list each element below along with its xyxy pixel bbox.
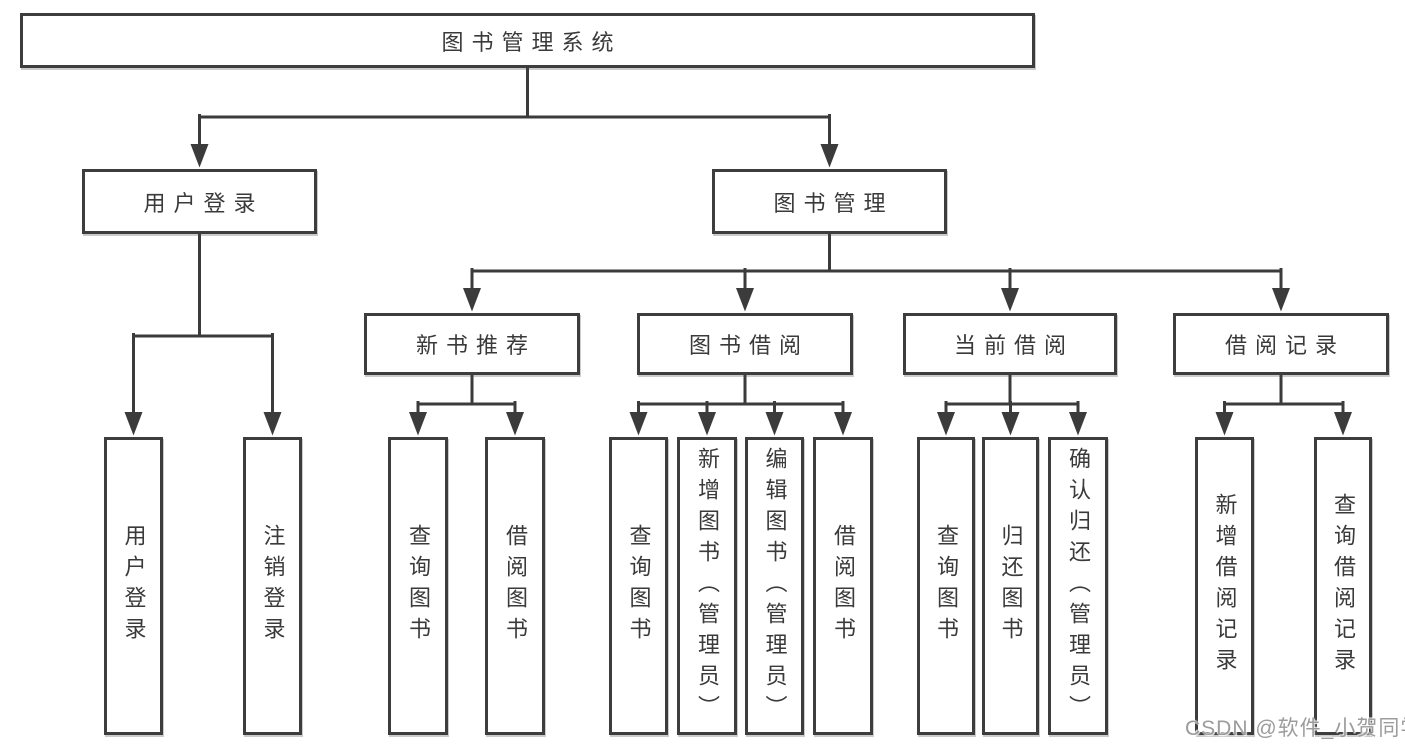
arrowhead-icon — [834, 412, 852, 436]
leaf-current-query-books: 查询图书 — [917, 437, 975, 735]
arrowhead-icon — [506, 412, 524, 436]
connector-strokes — [132, 66, 1345, 416]
arrowhead-icon — [629, 412, 648, 436]
node-borrow-records: 借阅记录 — [1173, 313, 1389, 375]
arrowhead-icon — [1215, 412, 1234, 436]
arrowhead-icon — [1069, 412, 1087, 436]
node-book-borrow: 图书借阅 — [637, 313, 853, 375]
connector-root-to-level2 — [198, 66, 831, 148]
arrowhead-icon — [1272, 288, 1290, 312]
arrowhead-icon — [409, 412, 427, 436]
arrowhead-icon — [1334, 412, 1352, 436]
node-current-borrow: 当前借阅 — [903, 313, 1117, 375]
csdn-watermark: CSDN @软件_小贺同学 — [1185, 717, 1405, 740]
connector-current-borrow-to-leaves — [944, 373, 1080, 416]
leaf-borrow-books: 借阅图书 — [813, 437, 873, 735]
connector-book-management-to-level3 — [470, 232, 1283, 292]
arrowhead-icon — [937, 412, 955, 436]
leaf-confirm-return-admin: 确认归还（管理员） — [1048, 437, 1108, 735]
arrowhead-icon — [736, 288, 754, 312]
connector-borrow-records-to-leaves — [1223, 373, 1345, 416]
leaf-logout: 注销登录 — [243, 437, 302, 735]
arrowhead-icon — [190, 144, 209, 168]
connector-user-login-to-leaves — [132, 232, 274, 416]
arrowhead-icon — [263, 412, 282, 436]
arrowhead-icon — [1001, 412, 1020, 436]
connector-new-book-recommend-to-leaves — [416, 373, 517, 416]
arrowhead-icon — [1001, 288, 1019, 312]
arrowhead-icon — [124, 412, 143, 436]
leaf-return-book: 归还图书 — [982, 437, 1039, 735]
leaf-borrow-query-books: 查询图书 — [609, 437, 668, 735]
node-new-book-recommend: 新书推荐 — [364, 313, 580, 375]
leaf-user-login: 用户登录 — [104, 437, 163, 735]
leaf-add-book-admin: 新增图书（管理员） — [677, 437, 737, 735]
arrowhead-icon — [765, 412, 784, 436]
node-book-management: 图书管理 — [712, 169, 947, 234]
arrowhead-icon — [698, 412, 716, 436]
leaf-query-borrow-record: 查询借阅记录 — [1314, 437, 1372, 735]
node-library-management-system: 图书管理系统 — [20, 13, 1035, 68]
leaf-edit-book-admin: 编辑图书（管理员） — [745, 437, 804, 735]
connector-book-borrow-to-leaves — [637, 373, 845, 416]
node-user-login: 用户登录 — [82, 169, 317, 234]
leaf-recommend-borrow-books: 借阅图书 — [485, 437, 545, 735]
leaf-recommend-query-books: 查询图书 — [388, 437, 448, 735]
arrowheads — [124, 144, 1352, 436]
leaf-add-borrow-record: 新增借阅记录 — [1195, 437, 1254, 735]
arrowhead-icon — [463, 288, 481, 312]
arrowhead-icon — [820, 144, 839, 168]
